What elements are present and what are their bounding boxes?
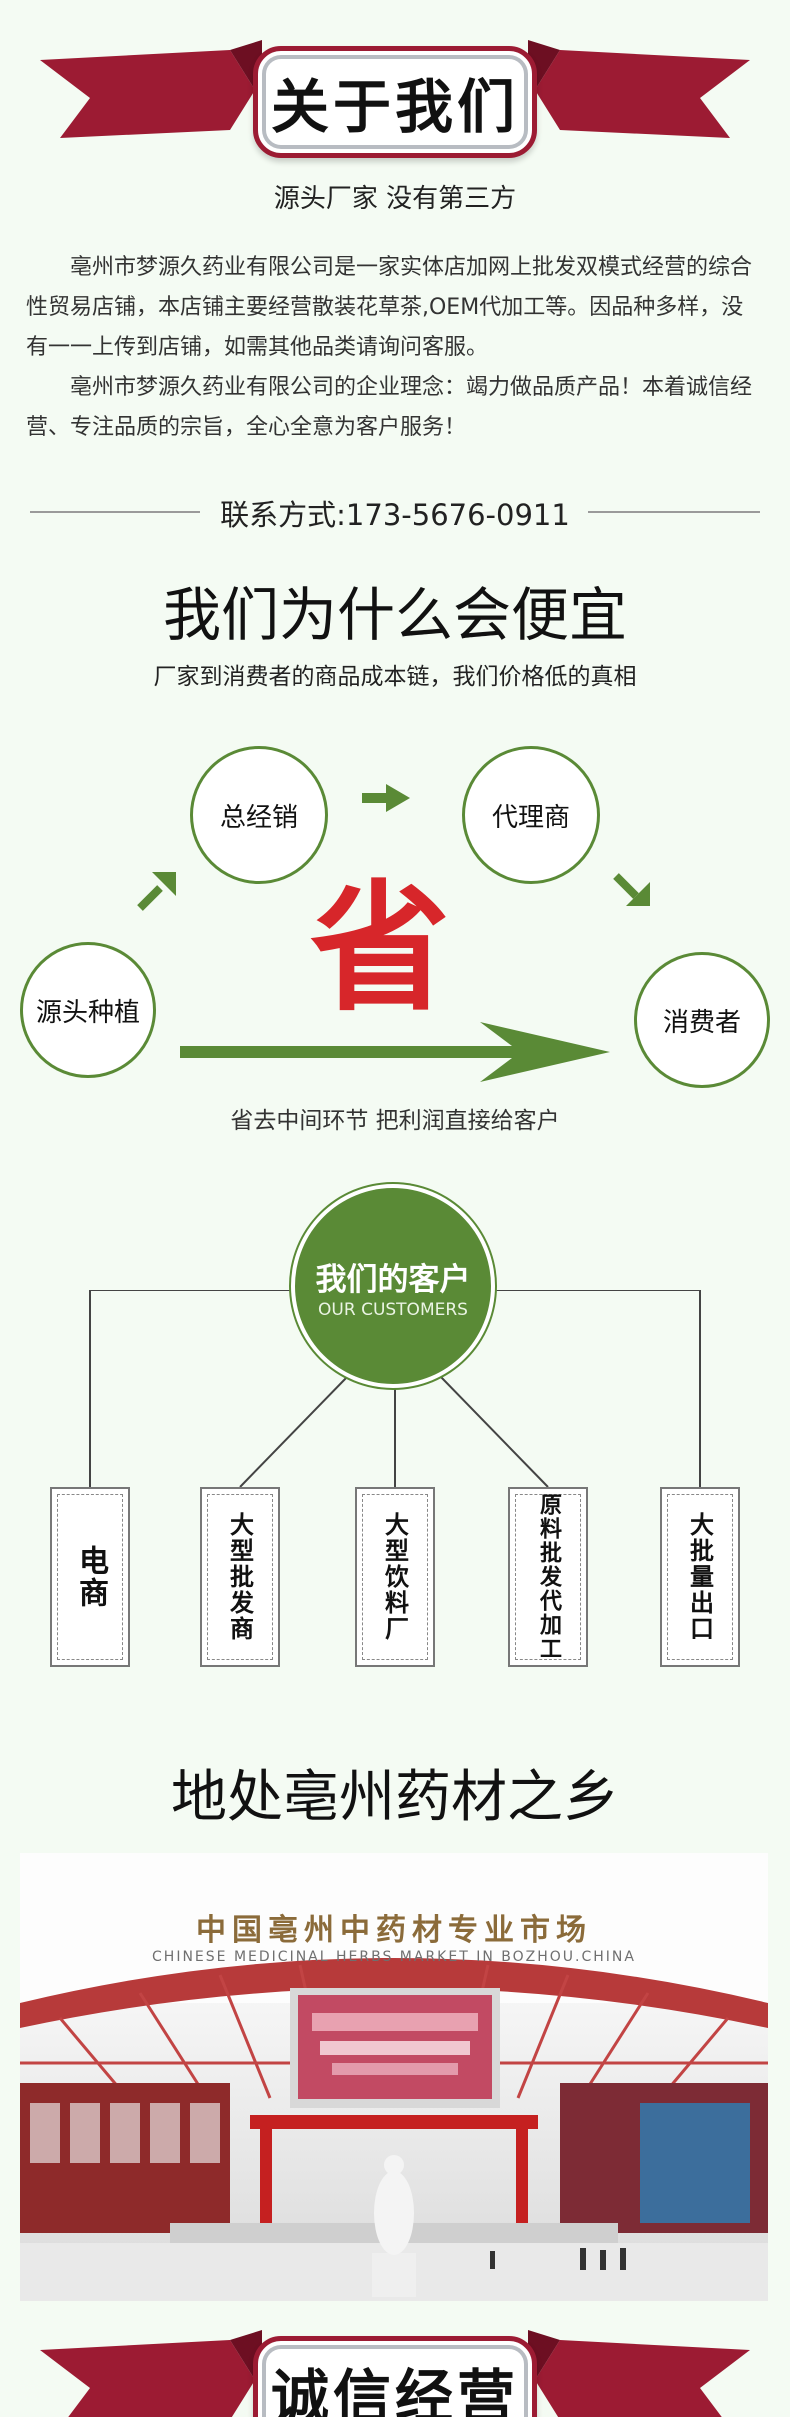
location-title: 地处亳州药材之乡: [171, 1765, 619, 1830]
about-paragraph-1: 亳州市梦源久药业有限公司是一家实体店加网上批发双模式经营的综合性贸易店铺，本店铺…: [26, 255, 753, 360]
market-sign-en: CHINESE MEDICINAL HERBS MARKET IN BOZHOU…: [152, 1949, 636, 1965]
node-agent: 代理商: [462, 746, 600, 884]
customer-tree-lines: [89, 1290, 701, 1488]
customer-box-beverage: 大型饮料厂: [355, 1487, 435, 1667]
divider-right: [588, 511, 760, 513]
long-arrow-icon: [180, 1022, 610, 1082]
customer-label: 原料批发代加工: [536, 1493, 561, 1661]
integrity-banner: 诚信经营: [0, 2320, 790, 2417]
why-subtitle: 厂家到消费者的商品成本链，我们价格低的真相: [153, 664, 637, 690]
market-sign-cn: 中国亳州中药材专业市场: [196, 1913, 592, 1948]
contact-phone[interactable]: 联系方式:173-5676-0911: [220, 498, 570, 532]
customer-box-export: 大批量出口: [660, 1487, 740, 1667]
market-photo: 中国亳州中药材专业市场 CHINESE MEDICINAL HERBS MARK…: [20, 1853, 768, 2301]
customer-box-ecommerce: 电商: [50, 1487, 130, 1667]
node-consumer: 消费者: [634, 952, 770, 1088]
divider-left: [30, 511, 200, 513]
market-illustration: [20, 1853, 768, 2301]
customer-label: 大型批发商: [225, 1512, 254, 1642]
arrow-down-right-icon: [613, 873, 650, 906]
node-source: 源头种植: [20, 942, 156, 1078]
why-caption: 省去中间环节 把利润直接给客户: [230, 1108, 560, 1134]
flow-arrows: [137, 784, 650, 1082]
why-title: 我们为什么会便宜: [162, 581, 627, 649]
about-banner: 关于我们: [0, 20, 790, 180]
customer-label: 大型饮料厂: [380, 1512, 409, 1642]
customers-title: 我们的客户: [315, 1262, 471, 1298]
arrow-up-right-icon: [137, 872, 176, 911]
customer-label: 电商: [73, 1545, 108, 1609]
arrow-right-icon: [362, 784, 410, 812]
save-character: 省: [310, 868, 451, 1031]
about-title: 关于我们: [253, 46, 537, 158]
customers-circle: 我们的客户 OUR CUSTOMERS: [295, 1188, 491, 1384]
customer-box-wholesaler: 大型批发商: [200, 1487, 280, 1667]
ribbon-graphic: [40, 40, 750, 138]
customer-box-oem: 原料批发代加工: [508, 1487, 588, 1667]
customer-label: 大批量出口: [685, 1512, 714, 1642]
integrity-title: 诚信经营: [253, 2336, 537, 2417]
node-distributor: 总经销: [190, 746, 328, 884]
customers-subtitle: OUR CUSTOMERS: [318, 1300, 468, 1320]
about-paragraph-2: 亳州市梦源久药业有限公司的企业理念：竭力做品质产品！本着诚信经营、专注品质的宗旨…: [26, 375, 753, 440]
ribbon-graphic: [40, 2330, 750, 2417]
about-subtitle: 源头厂家 没有第三方: [273, 184, 517, 214]
